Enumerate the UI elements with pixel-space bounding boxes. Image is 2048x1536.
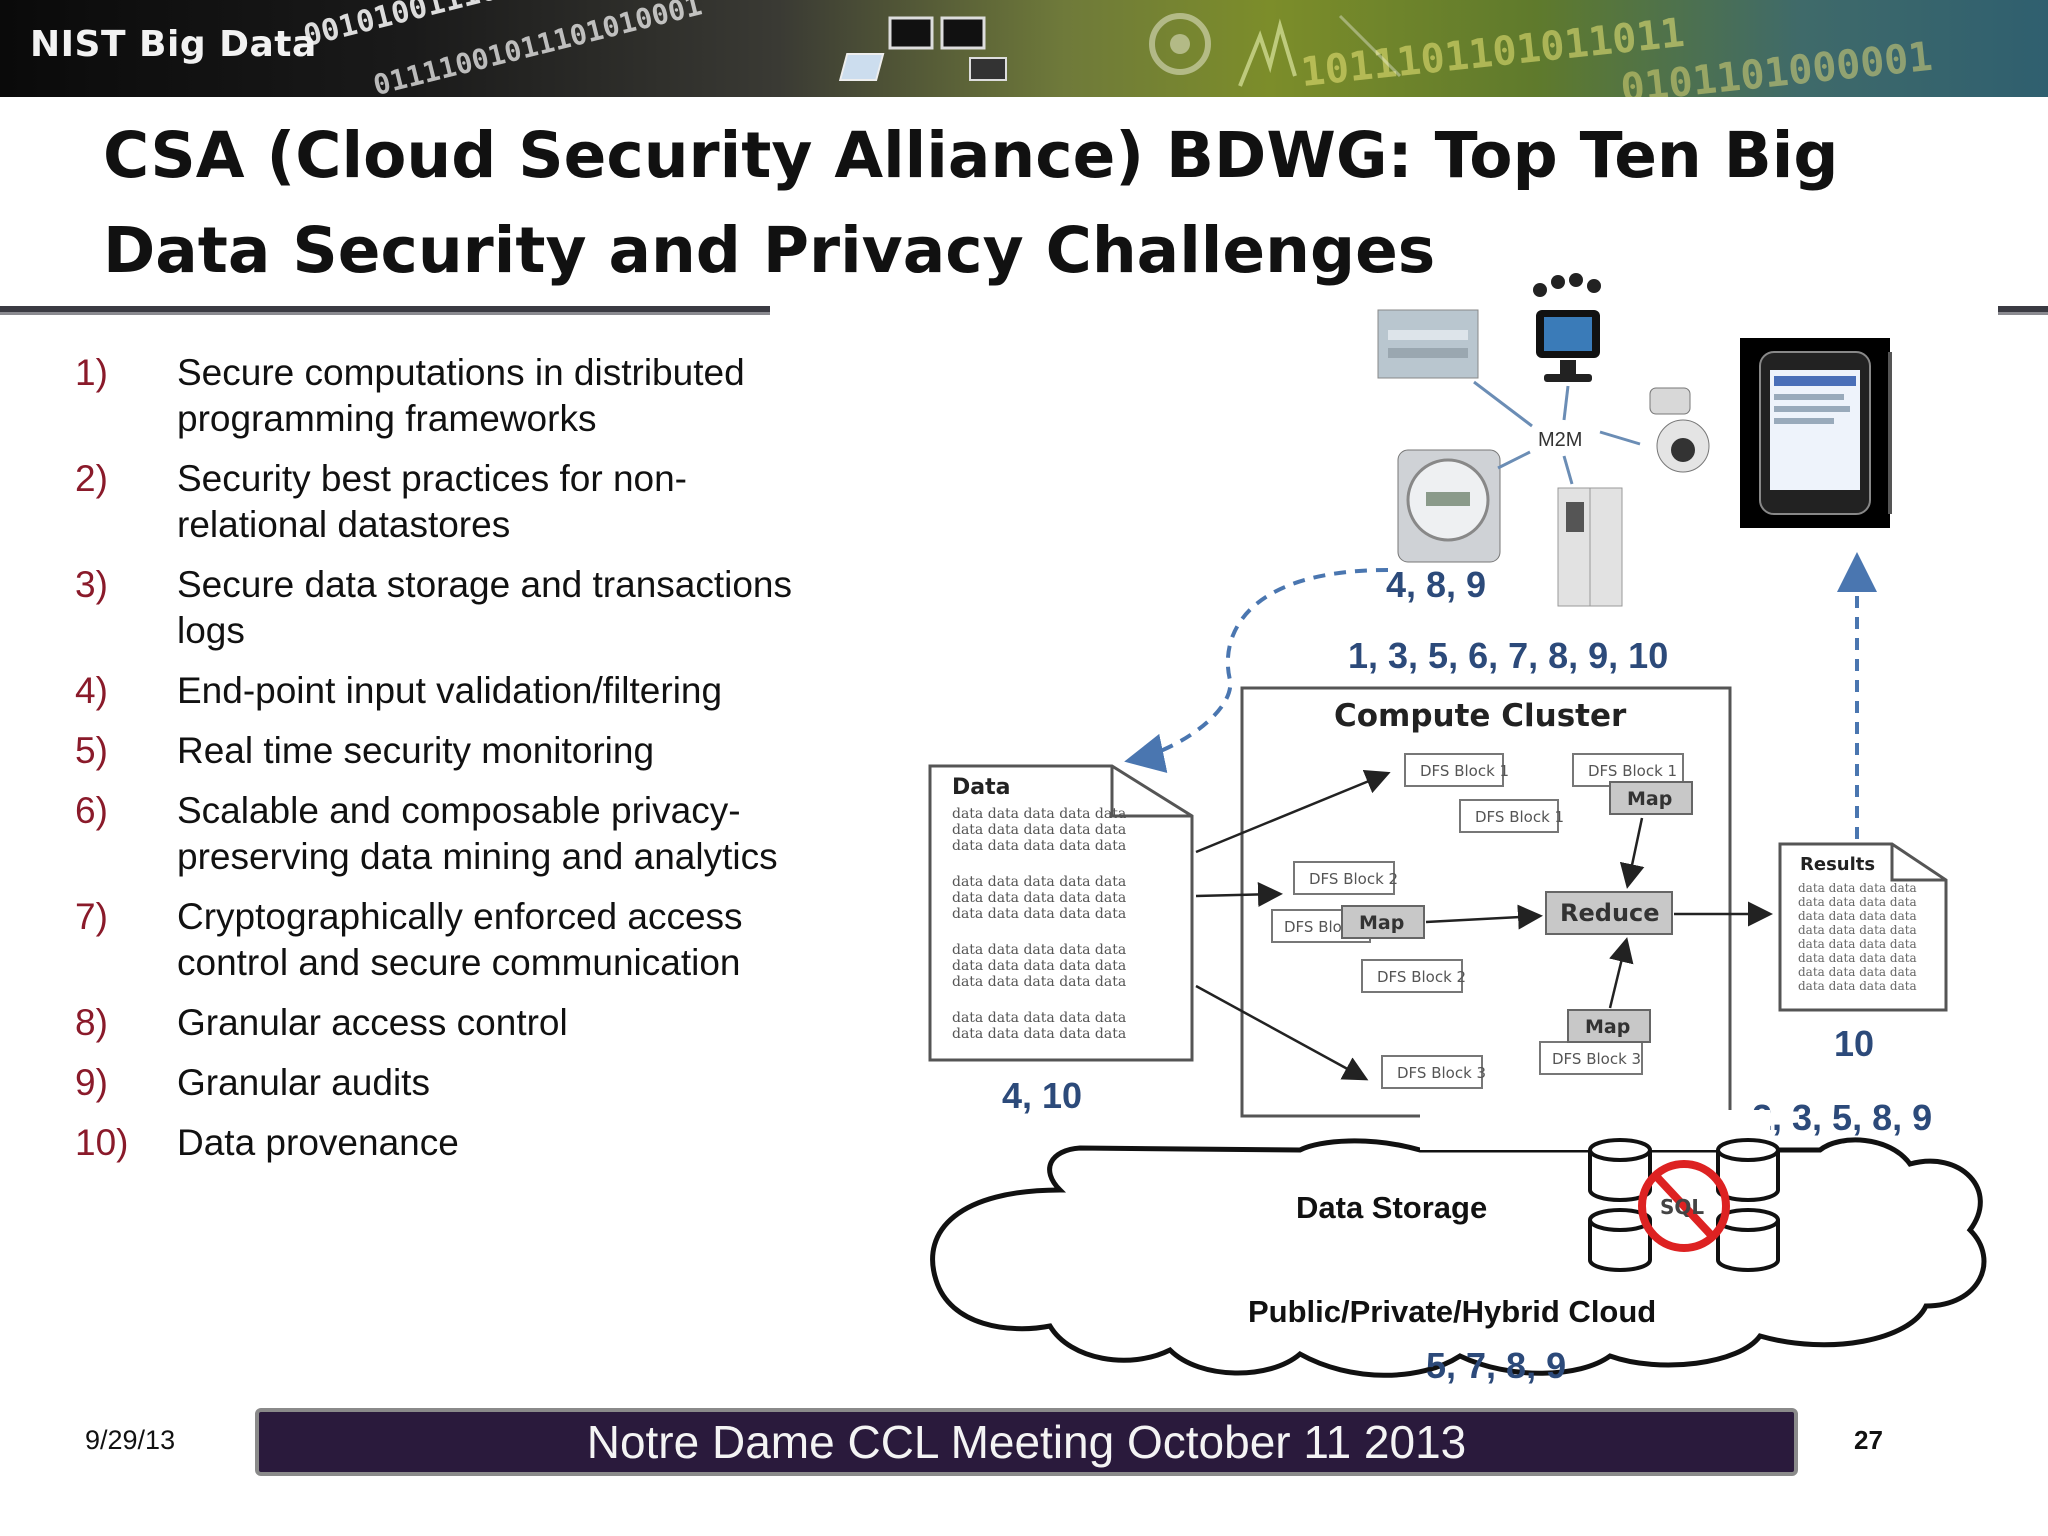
list-item: 10) Data provenance bbox=[75, 1120, 835, 1166]
item-number: 6) bbox=[75, 790, 108, 831]
header-banner: 00101001110101010101 0111100101110101000… bbox=[0, 0, 2048, 97]
data-doc-line: data data data data data bbox=[952, 874, 1126, 890]
item-number: 8) bbox=[75, 1002, 108, 1043]
item-number: 9) bbox=[75, 1062, 108, 1103]
challenge-ref-label: 4, 10 bbox=[1002, 1075, 1082, 1116]
item-text: Cryptographically enforced access contro… bbox=[177, 896, 743, 983]
item-text: Scalable and composable privacy-preservi… bbox=[177, 790, 778, 877]
cloud-type-label: Public/Private/Hybrid Cloud bbox=[1248, 1294, 1656, 1329]
item-number: 3) bbox=[75, 564, 108, 605]
slide-date: 9/29/13 bbox=[85, 1425, 176, 1455]
data-doc-line: data data data data data bbox=[952, 942, 1126, 958]
item-text: Secure data storage and transactions log… bbox=[177, 564, 792, 651]
results-line: data data data data bbox=[1798, 909, 1917, 923]
map-label: Map bbox=[1585, 1016, 1630, 1038]
results-line: data data data data bbox=[1798, 979, 1917, 993]
item-text: Granular audits bbox=[177, 1062, 430, 1103]
map-label: Map bbox=[1627, 788, 1672, 810]
data-storage-label: Data Storage bbox=[1296, 1190, 1487, 1225]
brand-logo-text: NIST Big Data bbox=[30, 24, 317, 65]
item-number: 1) bbox=[75, 352, 108, 393]
results-line: data data data data bbox=[1798, 937, 1917, 951]
challenge-ref-label: 5, 7, 8, 9 bbox=[1426, 1345, 1566, 1386]
dfs-block-label: DFS Block 2 bbox=[1309, 870, 1398, 888]
refrigerator-icon bbox=[1557, 487, 1623, 607]
data-doc-line: data data data data data bbox=[952, 806, 1126, 822]
list-item: 6) Scalable and composable privacy-preser… bbox=[75, 788, 835, 880]
item-number: 5) bbox=[75, 730, 108, 771]
item-text: Granular access control bbox=[177, 1002, 568, 1043]
dfs-block-label: DFS Block 2 bbox=[1377, 968, 1466, 986]
page-number: 27 bbox=[1854, 1425, 1883, 1455]
data-doc-line: data data data data data bbox=[952, 974, 1126, 990]
compute-cluster-title: Compute Cluster bbox=[1334, 698, 1627, 734]
data-doc-line: data data data data data bbox=[952, 906, 1126, 922]
data-doc-line: data data data data data bbox=[952, 838, 1126, 854]
dfs-block-label: DFS Block 1 bbox=[1588, 762, 1677, 780]
results-title: Results bbox=[1800, 854, 1875, 875]
smart-meter-icon bbox=[1397, 449, 1501, 563]
m2m-label: M2M bbox=[1538, 429, 1582, 451]
data-doc-line: data data data data data bbox=[952, 822, 1126, 838]
gps-device-icon bbox=[1533, 273, 1601, 382]
list-item: 9) Granular audits bbox=[75, 1060, 835, 1106]
security-camera-icon bbox=[1649, 387, 1710, 473]
meeting-title: Notre Dame CCL Meeting October 11 2013 bbox=[586, 1416, 1467, 1468]
no-sql-icon: SQL bbox=[1638, 1160, 1730, 1252]
dfs-block-label: DFS Bloc bbox=[1284, 918, 1350, 936]
item-text: End-point input validation/filtering bbox=[177, 670, 723, 711]
challenge-ref-label: 10 bbox=[1834, 1023, 1874, 1064]
dfs-block-label: DFS Block 1 bbox=[1475, 808, 1564, 826]
list-item: 3) Secure data storage and transactions l… bbox=[75, 562, 835, 654]
results-line: data data data data bbox=[1798, 923, 1917, 937]
item-text: Secure computations in distributed progr… bbox=[177, 352, 745, 439]
dfs-block-label: DFS Block 3 bbox=[1397, 1064, 1486, 1082]
item-text: Data provenance bbox=[177, 1122, 459, 1163]
slide-title: CSA (Cloud Security Alliance) BDWG: Top … bbox=[103, 119, 1839, 287]
nosql-database-icon bbox=[1588, 1138, 1780, 1272]
results-line: data data data data bbox=[1798, 881, 1917, 895]
data-document: Data data data data data data data data … bbox=[928, 764, 1194, 1062]
challenge-ref-label: 2, 3, 5, 8, 9 bbox=[1752, 1097, 1932, 1138]
list-item: 1) Secure computations in distributed pro… bbox=[75, 350, 835, 442]
challenge-ref-label: 1, 3, 5, 6, 7, 8, 9, 10 bbox=[1348, 635, 1668, 676]
list-item: 4) End-point input validation/filtering bbox=[75, 668, 835, 714]
results-document: Results data data data data data data da… bbox=[1778, 842, 1948, 1012]
item-text: Security best practices for non-relation… bbox=[177, 458, 687, 545]
item-number: 7) bbox=[75, 896, 108, 937]
data-doc-line: data data data data data bbox=[952, 890, 1126, 906]
cloud-shape bbox=[930, 1137, 1987, 1378]
data-doc-line: data data data data data bbox=[952, 958, 1126, 974]
dfs-block-label: DFS Block 1 bbox=[1420, 762, 1509, 780]
item-number: 2) bbox=[75, 458, 108, 499]
footer-bar: Notre Dame CCL Meeting October 11 2013 bbox=[255, 1408, 1798, 1476]
title-divider bbox=[1998, 306, 2048, 315]
map-label: Map bbox=[1359, 912, 1404, 934]
data-doc-line: data data data data data bbox=[952, 1026, 1126, 1042]
item-text: Real time security monitoring bbox=[177, 730, 655, 771]
reduce-label: Reduce bbox=[1560, 899, 1660, 927]
sql-label: SQL bbox=[1660, 1195, 1704, 1219]
title-divider bbox=[0, 306, 770, 315]
results-line: data data data data bbox=[1798, 895, 1917, 909]
challenge-ref-label: 4, 8, 9 bbox=[1386, 564, 1486, 605]
results-line: data data data data bbox=[1798, 951, 1917, 965]
data-doc-title: Data bbox=[952, 775, 1010, 800]
item-number: 4) bbox=[75, 670, 108, 711]
dfs-block-label: DFS Block 3 bbox=[1552, 1050, 1641, 1068]
data-doc-line: data data data data data bbox=[952, 1010, 1126, 1026]
results-line: data data data data bbox=[1798, 965, 1917, 979]
factory-photo-icon bbox=[1377, 309, 1479, 379]
big-data-security-diagram: M2M 4, 8, 9 1, 3, 5, 6, 7, 8, 9, 10 Comp… bbox=[928, 273, 1987, 1386]
list-item: 5) Real time security monitoring bbox=[75, 728, 835, 774]
list-item: 7) Cryptographically enforced access cont… bbox=[75, 894, 835, 986]
challenges-list: 1) Secure computations in distributed pro… bbox=[75, 350, 835, 1180]
smartphone-icon bbox=[1740, 338, 1892, 528]
list-item: 8) Granular access control bbox=[75, 1000, 835, 1046]
list-item: 2) Security best practices for non-relati… bbox=[75, 456, 835, 548]
item-number: 10) bbox=[75, 1122, 129, 1163]
network-devices-icon bbox=[838, 13, 1402, 87]
